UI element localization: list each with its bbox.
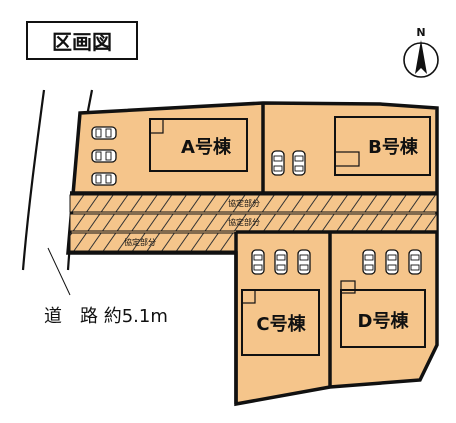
lot-b-label: B号棟	[368, 136, 419, 158]
car-icon	[362, 249, 376, 275]
lot-a-parking	[91, 126, 117, 186]
shared-strip-1	[69, 194, 438, 213]
car-icon	[91, 172, 117, 186]
car-icon	[91, 149, 117, 163]
car-icon	[91, 126, 117, 140]
lot-c-parking	[251, 249, 311, 275]
lot-d-label: D号棟	[358, 310, 410, 332]
car-icon	[251, 249, 265, 275]
title-box: 区画図	[26, 21, 138, 60]
lot-b: B号棟	[334, 116, 431, 176]
lot-d: D号棟	[340, 280, 426, 348]
page-title: 区画図	[52, 30, 112, 54]
lot-c-label: C号棟	[256, 313, 306, 335]
north-label: N	[416, 26, 425, 39]
car-icon	[385, 249, 399, 275]
shared-label-1: 協定部分	[228, 198, 260, 208]
road-label: 道 路 約5.1m	[44, 306, 168, 327]
lot-boundaries	[70, 103, 437, 404]
north-arrow: N	[403, 26, 439, 78]
car-icon	[292, 150, 306, 176]
shared-label-2: 協定部分	[228, 217, 260, 227]
shared-label-3: 協定部分	[124, 237, 156, 247]
car-icon	[297, 249, 311, 275]
car-icon	[274, 249, 288, 275]
car-icon	[408, 249, 422, 275]
lot-a: A号棟	[149, 118, 248, 172]
lot-a-label: A号棟	[181, 136, 232, 158]
car-icon	[271, 150, 285, 176]
lot-d-parking	[362, 249, 422, 275]
lot-c: C号棟	[241, 289, 320, 356]
